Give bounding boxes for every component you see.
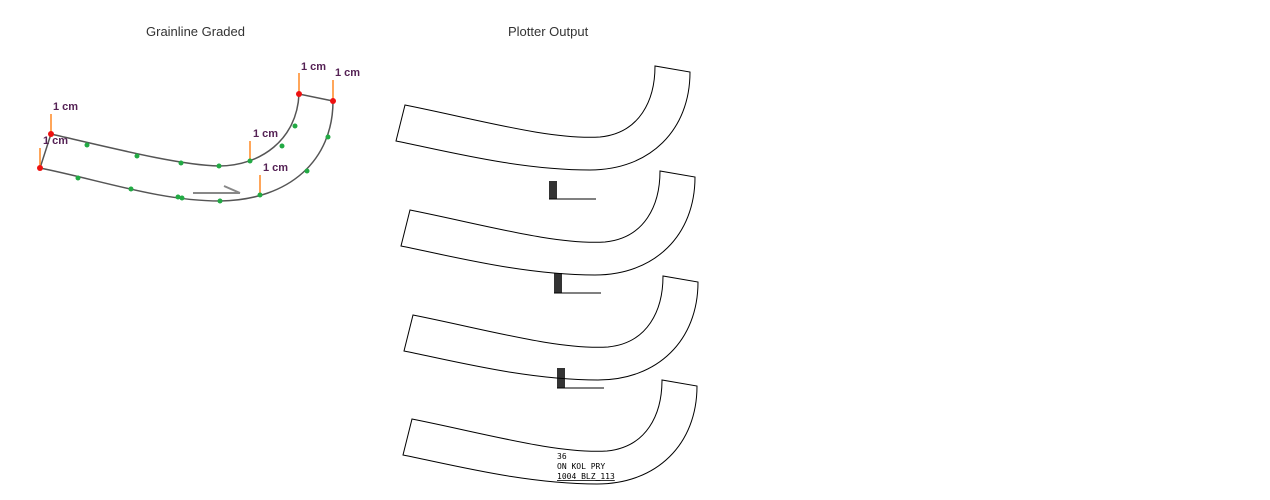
piece-outline xyxy=(39,93,334,202)
plotter-piece-3 xyxy=(403,275,699,389)
grainline-graded-title: Grainline Graded xyxy=(146,24,245,39)
plotter-piece-1 xyxy=(395,65,691,200)
curve-points xyxy=(75,123,331,204)
grade-label: 1 cm xyxy=(335,67,360,79)
plotter-piece-4 xyxy=(402,379,698,485)
plot-line2-label: 1004 BLZ_113 xyxy=(557,472,615,481)
grade-points xyxy=(37,91,336,171)
grade-label: 1 cm xyxy=(253,128,278,140)
grainline-graded-piece: 1 cm 1 cm 1 cm 1 cm 1 cm 1 cm xyxy=(37,61,360,204)
grade-label: 1 cm xyxy=(301,61,326,73)
plot-label-small xyxy=(549,181,596,200)
plot-line1-label: ON KOL PRY xyxy=(557,462,605,471)
plotter-piece-2 xyxy=(400,170,696,294)
grade-label: 1 cm xyxy=(43,135,68,147)
grade-label: 1 cm xyxy=(53,101,78,113)
grainline-arrow xyxy=(193,185,241,194)
plot-size-label: 36 xyxy=(557,452,567,461)
grade-label: 1 cm xyxy=(263,162,288,174)
plotter-output-title: Plotter Output xyxy=(508,24,589,39)
grade-vectors xyxy=(39,73,334,195)
